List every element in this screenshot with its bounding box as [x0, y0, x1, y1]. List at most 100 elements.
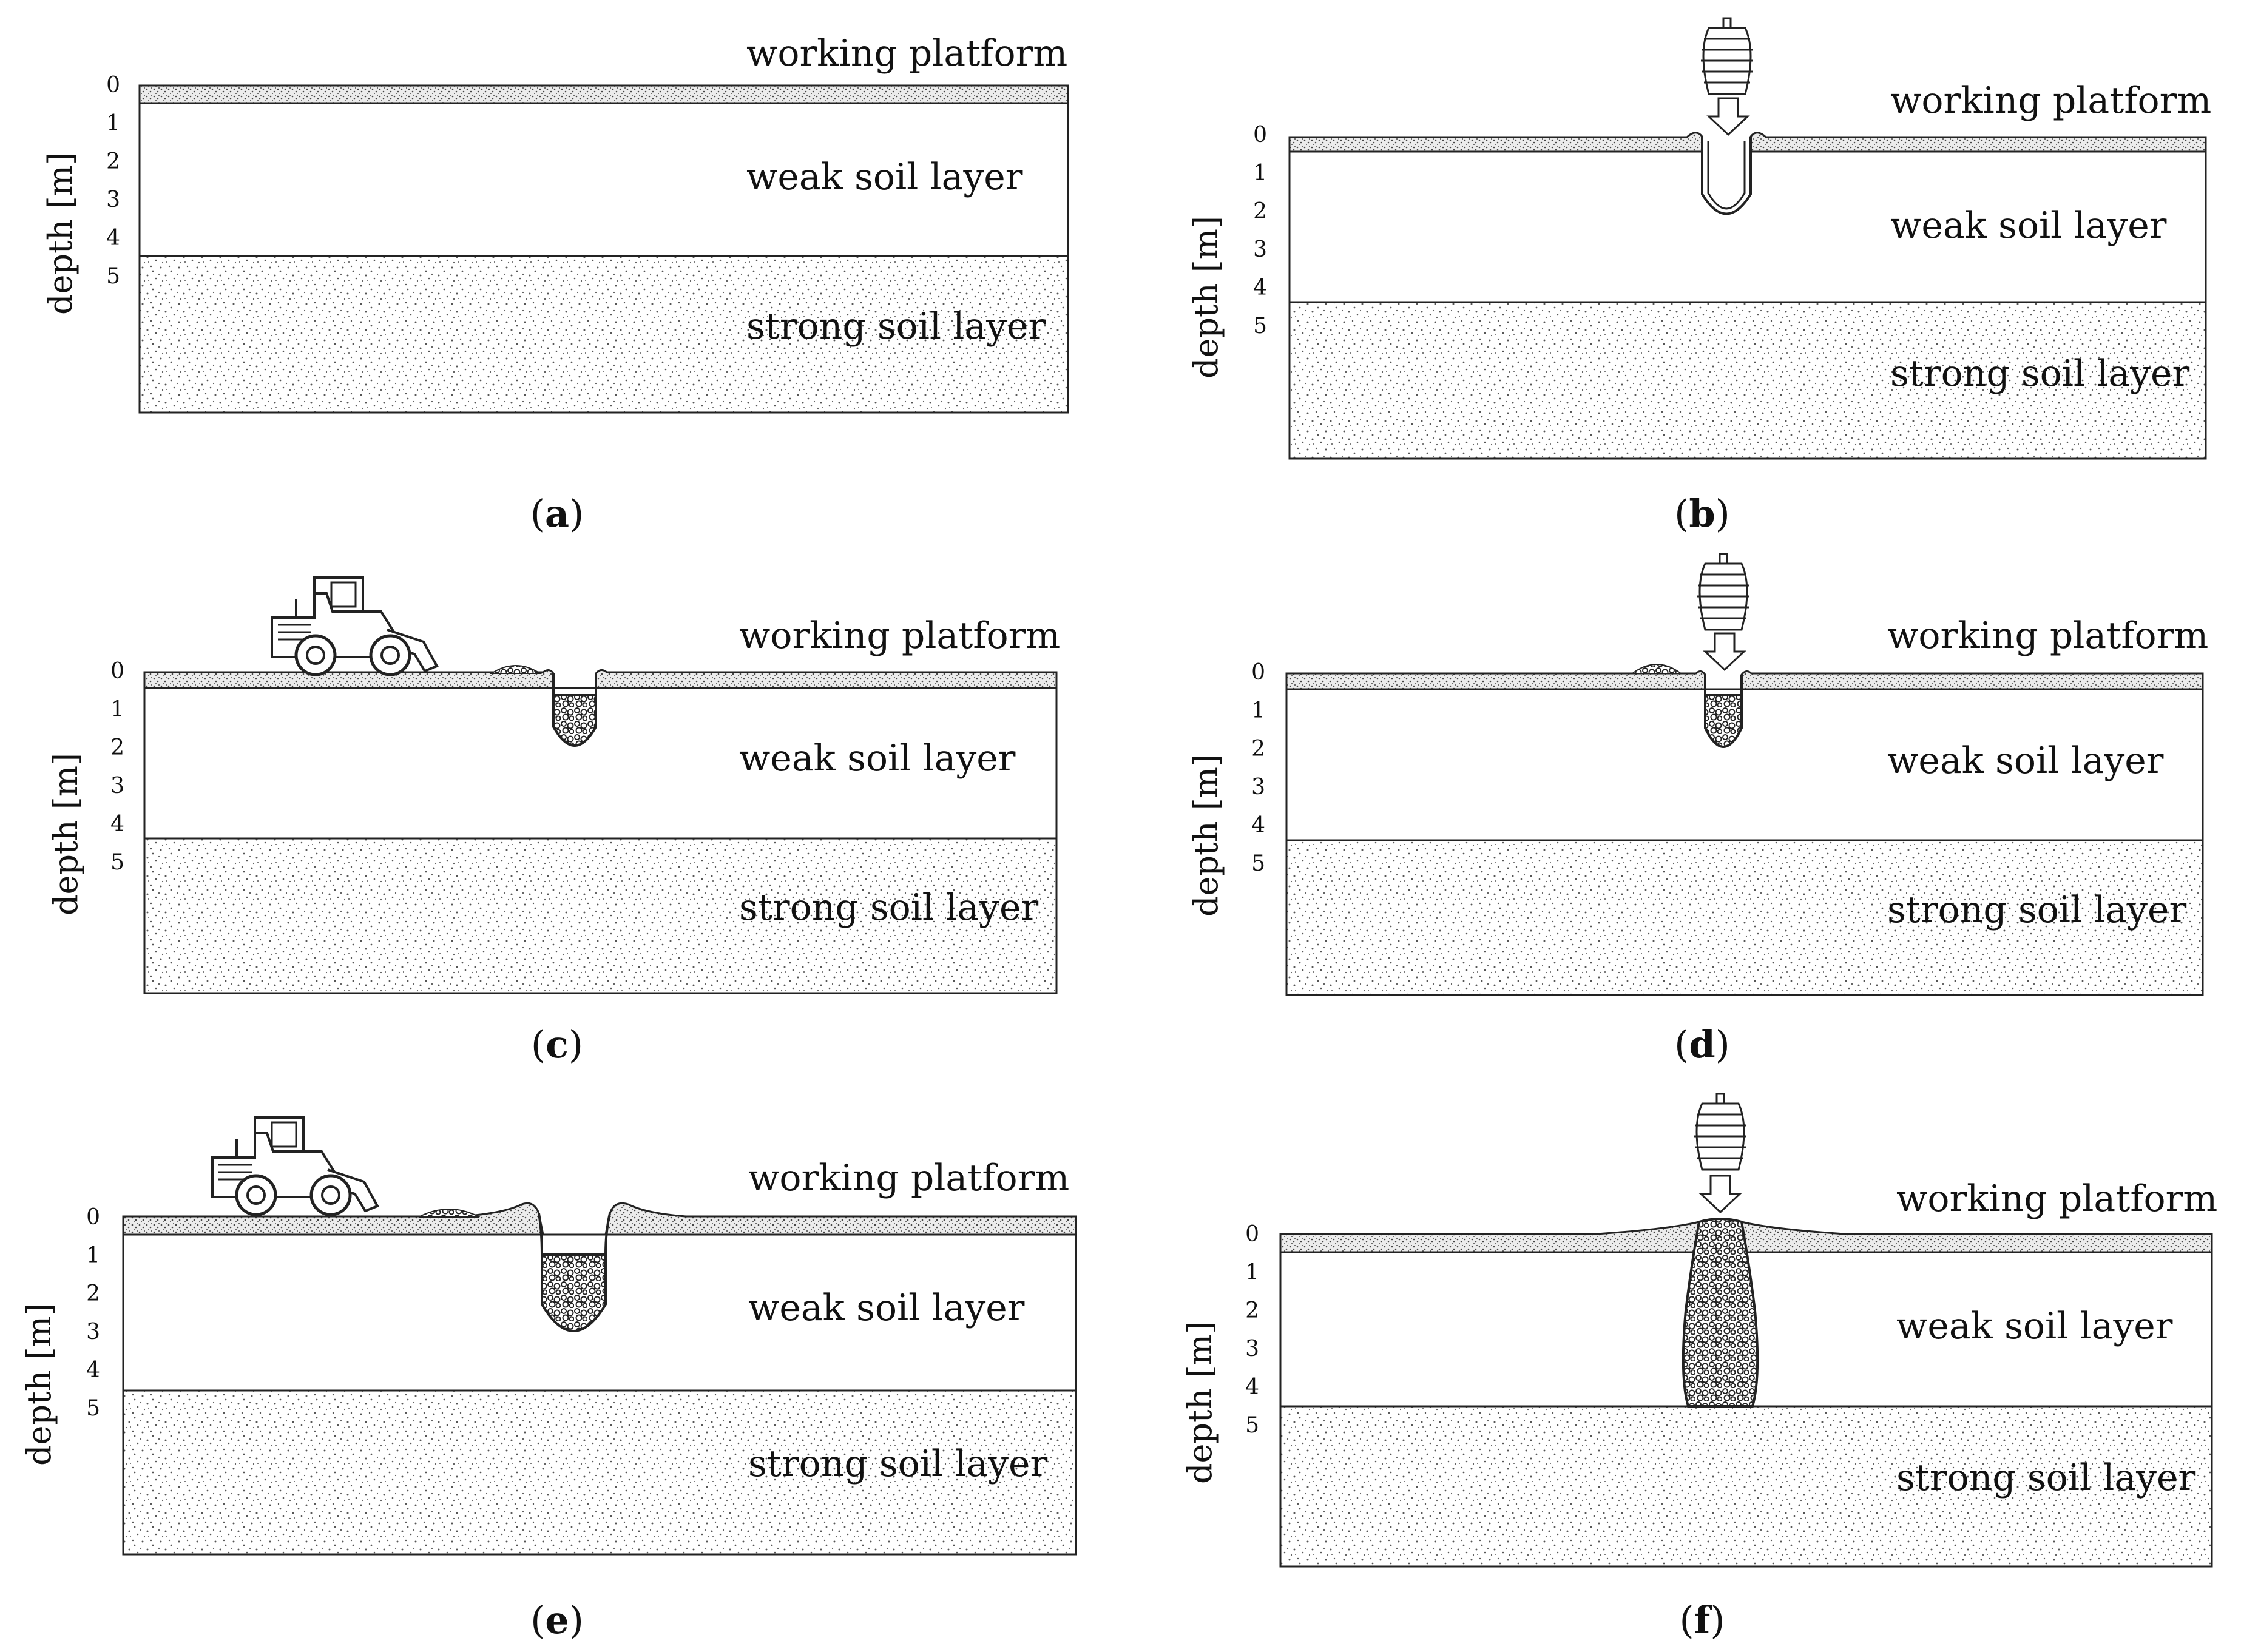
label-strong-soil: strong soil layer [1890, 352, 2190, 395]
depth-axis: 0 1 2 3 4 5 [1251, 660, 1265, 876]
tick-3: 3 [110, 774, 124, 798]
tick-4: 4 [1251, 813, 1265, 838]
working-platform-layer-right [595, 669, 1058, 689]
tick-3: 3 [106, 187, 120, 212]
tick-3: 3 [1251, 775, 1265, 800]
gravel-backfill-pile [418, 1209, 480, 1218]
working-platform-layer-right [1740, 1221, 2213, 1253]
working-platform-layer [1288, 132, 1703, 153]
tick-4: 4 [86, 1358, 100, 1383]
down-arrow-icon [1706, 97, 1750, 137]
depth-axis-label: depth [m] [1181, 1321, 1219, 1484]
weak-soil-layer [138, 102, 1069, 257]
down-arrow-icon [1698, 1175, 1742, 1214]
tick-2: 2 [1251, 737, 1265, 761]
label-working-platform: working platform [1887, 615, 2208, 657]
label-strong-soil: strong soil layer [739, 886, 1039, 929]
label-strong-soil: strong soil layer [748, 1443, 1048, 1485]
tick-1: 1 [106, 111, 120, 136]
panel-a: working platform weak soil layer strong … [41, 32, 1069, 536]
label-working-platform: working platform [746, 32, 1067, 75]
tick-5: 5 [106, 264, 120, 289]
crater-walls [552, 673, 597, 695]
tick-2: 2 [1253, 199, 1267, 224]
label-working-platform: working platform [1890, 79, 2211, 122]
label-weak-soil: weak soil layer [746, 156, 1023, 198]
tick-0: 0 [110, 659, 124, 684]
pounder-hammer [1701, 17, 1753, 95]
pounder-hammer [1697, 553, 1749, 631]
label-working-platform: working platform [748, 1157, 1069, 1199]
working-platform-layer [1279, 1221, 1700, 1253]
caption-b: (b) [1674, 491, 1730, 536]
label-strong-soil: strong soil layer [1896, 1457, 2196, 1499]
tick-0: 0 [106, 73, 120, 98]
strong-soil-layer [1279, 1405, 2213, 1568]
caption-a: (a) [530, 491, 584, 536]
depth-axis: 0 1 2 3 4 5 [106, 73, 120, 289]
panel-b: working platform weak soil layer strong … [1187, 17, 2211, 536]
weak-soil-layer [1285, 688, 2204, 841]
panel-c: working platform weak soil layer strong … [47, 576, 1060, 1067]
caption-d: (d) [1674, 1022, 1730, 1067]
pounder-hammer [1694, 1093, 1746, 1171]
depth-axis-label: depth [m] [41, 152, 79, 315]
tick-0: 0 [1251, 660, 1265, 685]
working-platform-layer-right [1749, 132, 2207, 153]
gravel-column [1704, 694, 1743, 748]
strong-soil-layer [1285, 839, 2204, 996]
tick-4: 4 [1253, 275, 1267, 300]
tick-4: 4 [106, 226, 120, 251]
tick-5: 5 [1245, 1413, 1259, 1438]
working-platform-layer [122, 1202, 544, 1236]
depth-axis: 0 1 2 3 4 5 [110, 659, 124, 875]
crater [1701, 137, 1752, 215]
panel-f: working platform weak soil layer strong … [1181, 1093, 2217, 1642]
label-weak-soil: weak soil layer [748, 1287, 1025, 1329]
caption-c: (c) [531, 1022, 583, 1067]
gravel-column [1682, 1218, 1759, 1408]
label-weak-soil: weak soil layer [1887, 740, 2164, 782]
caption-e: (e) [530, 1598, 584, 1642]
panel-e: working platform weak soil layer strong … [20, 1116, 1077, 1642]
gravel-backfill-pile [1630, 664, 1683, 674]
tick-1: 1 [86, 1243, 100, 1268]
crater-inner [1707, 141, 1746, 210]
wheel-loader-icon [271, 576, 439, 676]
tick-3: 3 [86, 1320, 100, 1344]
label-weak-soil: weak soil layer [739, 737, 1016, 780]
tick-5: 5 [110, 850, 124, 875]
depth-axis: 0 1 2 3 4 5 [1253, 123, 1267, 339]
down-arrow-icon [1703, 632, 1746, 672]
caption-f: (f) [1679, 1598, 1725, 1642]
tick-1: 1 [110, 697, 124, 722]
gravel-column [541, 1253, 607, 1332]
gravel-backfill-pile [489, 665, 543, 674]
panel-d: working platform weak soil layer strong … [1187, 553, 2208, 1067]
label-strong-soil: strong soil layer [746, 305, 1046, 348]
working-platform-layer [138, 84, 1069, 104]
tick-5: 5 [1251, 851, 1265, 876]
crater-walls [1704, 675, 1743, 695]
gravel-column [552, 694, 597, 747]
working-platform-layer-right [604, 1202, 1077, 1236]
working-platform-layer-right [1740, 670, 2204, 690]
tick-1: 1 [1251, 698, 1265, 723]
tick-5: 5 [86, 1396, 100, 1421]
tick-1: 1 [1253, 161, 1267, 186]
tick-2: 2 [1245, 1298, 1259, 1323]
tick-3: 3 [1253, 237, 1267, 262]
weak-soil-layer [143, 687, 1058, 840]
tick-4: 4 [1245, 1375, 1259, 1400]
tick-3: 3 [1245, 1337, 1259, 1361]
depth-axis: 0 1 2 3 4 5 [1245, 1222, 1259, 1438]
label-strong-soil: strong soil layer [1887, 889, 2187, 931]
label-weak-soil: weak soil layer [1896, 1305, 2173, 1347]
strong-soil-layer [138, 255, 1069, 414]
tick-2: 2 [86, 1281, 100, 1306]
tick-4: 4 [110, 812, 124, 837]
depth-axis-label: depth [m] [47, 753, 85, 915]
strong-soil-layer [143, 837, 1058, 994]
tick-5: 5 [1253, 314, 1267, 339]
